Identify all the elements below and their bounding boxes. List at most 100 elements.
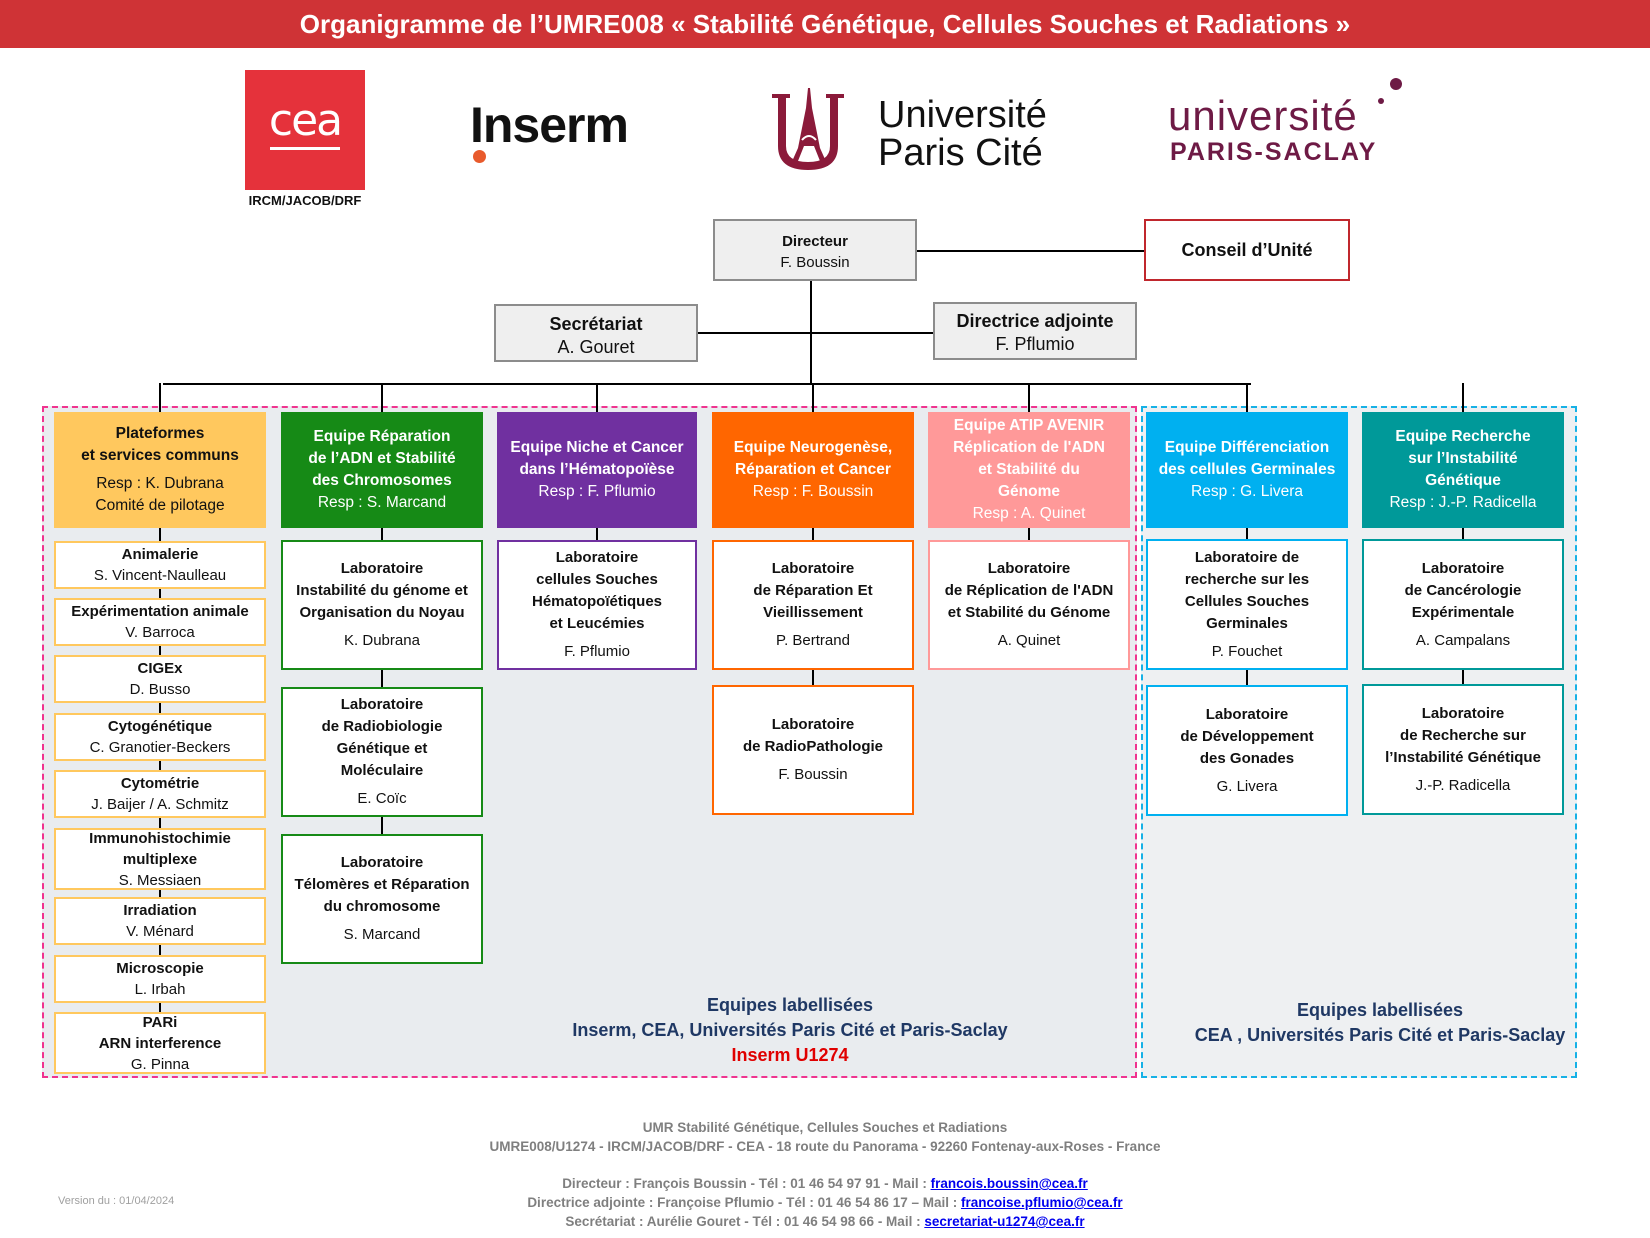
lab-head: G. Livera: [1216, 777, 1278, 795]
ups-logo-dot: [1390, 78, 1402, 90]
platform-name: Immunohistochimie: [89, 829, 231, 847]
team-title-line: Réparation et Cancer: [735, 461, 891, 478]
ups-logo-line2: PARIS-SACLAY: [1170, 138, 1378, 166]
footer-unit-name: UMR Stabilité Génétique, Cellules Souche…: [642, 1120, 1008, 1135]
contact-text: Directeur : François Boussin - Tél : 01 …: [562, 1176, 931, 1191]
deputy-role: Directrice adjointe: [956, 311, 1114, 331]
lab-title-line: Laboratoire: [340, 560, 424, 577]
team-title-line: et Stabilité du: [978, 461, 1080, 478]
lab-title-line: Organisation du Noyau: [299, 604, 465, 621]
sec-adj-connector: [698, 332, 933, 334]
lab-title-line: et Leucémies: [549, 615, 645, 632]
platform-resp: J. Baijer / A. Schmitz: [91, 796, 229, 813]
lab-head: F. Boussin: [778, 766, 848, 783]
lab-title-line: des Gonades: [1199, 749, 1295, 767]
team-resp: Resp : A. Quinet: [972, 505, 1086, 522]
inserm-logo-dot: [473, 150, 486, 163]
inserm-logo-text: Inserm: [470, 97, 629, 153]
lab-box[interactable]: Laboratoire de RadioPathologie F. Boussin: [712, 685, 914, 815]
version-label: Version du : 01/04/2024: [58, 1195, 175, 1207]
platform-name: multiplexe: [122, 850, 198, 868]
lab-title-line: de Radiobiologie: [321, 718, 443, 735]
lab-head: K. Dubrana: [344, 632, 420, 649]
cea-logo-underline: [270, 147, 340, 150]
zone-inserm-label-line2: Inserm, CEA, Universités Paris Cité et P…: [572, 1020, 1008, 1040]
upc-logo-text: Université Paris Cité: [878, 96, 1047, 172]
team-resp: Resp : K. Dubrana: [96, 475, 224, 492]
platform-item[interactable]: Microscopie L. Irbah: [54, 955, 266, 1003]
lab-title-line: Télomères et Réparation: [294, 876, 470, 893]
platform-item[interactable]: CIGEx D. Busso: [54, 655, 266, 703]
email-link[interactable]: francois.boussin@cea.fr: [930, 1176, 1088, 1191]
deputy-name: F. Pflumio: [995, 334, 1075, 354]
zone-cea-label-line2: CEA , Universités Paris Cité et Paris-Sa…: [1194, 1025, 1566, 1045]
lab-title-line: de Réparation Et: [753, 582, 873, 599]
contact-text: Secrétariat : Aurélie Gouret - Tél : 01 …: [565, 1214, 925, 1229]
team-title-line: Equipe ATIP AVENIR: [953, 417, 1105, 434]
lab-title-line: Vieillissement: [763, 604, 863, 621]
lab-title-line: Laboratoire: [771, 560, 855, 577]
upc-eiffel-icon: [772, 88, 844, 170]
lab-title-line: Laboratoire: [1205, 705, 1289, 723]
platform-name: CIGEx: [137, 660, 183, 677]
cea-logo-text: cea: [268, 95, 343, 146]
secretariat-name: A. Gouret: [557, 337, 635, 357]
platform-name: Microscopie: [116, 960, 204, 977]
lab-title-line: Laboratoire: [340, 854, 424, 871]
lab-head: P. Fouchet: [1211, 642, 1283, 660]
team-drop-connector: [1028, 383, 1030, 412]
platform-name: Irradiation: [123, 902, 197, 919]
lab-title-line: Génétique et: [336, 740, 428, 757]
lab-head: S. Marcand: [343, 926, 421, 943]
lab-title-line: de RadioPathologie: [742, 738, 883, 755]
lab-box[interactable]: Laboratoire de Réparation Et Vieillissemen…: [712, 540, 914, 670]
lab-title-line: Laboratoire: [771, 716, 855, 733]
lab-title-line: de Développement: [1180, 727, 1314, 745]
lab-title-line: Laboratoire: [1421, 704, 1505, 722]
email-link[interactable]: francoise.pflumio@cea.fr: [960, 1195, 1123, 1210]
platform-name: Cytogénétique: [107, 718, 213, 735]
lab-title-line: Moléculaire: [340, 762, 424, 779]
team-title-line: dans l’Hématopoïèse: [519, 461, 675, 478]
secretariat-role: Secrétariat: [549, 314, 643, 334]
platform-resp: L. Irbah: [134, 981, 186, 998]
footer-address-line: UMRE008/U1274 - IRCM/JACOB/DRF - CEA - 1…: [489, 1139, 1161, 1154]
platform-item[interactable]: Expérimentation animale V. Barroca: [54, 598, 266, 646]
platform-name: Expérimentation animale: [71, 603, 249, 620]
platform-resp: V. Barroca: [125, 624, 195, 641]
lab-title-line: cellules Souches: [536, 571, 658, 588]
lab-title-line: Laboratoire: [1421, 559, 1505, 577]
team-drop-connector: [159, 383, 161, 412]
team-title-line: Génome: [997, 483, 1060, 500]
team-drop-connector: [812, 383, 814, 412]
lab-title-line: l’Instabilité Génétique: [1385, 748, 1541, 766]
email-link[interactable]: secretariat-u1274@cea.fr: [924, 1214, 1085, 1229]
lab-title-line: Instabilité du génome et: [296, 582, 468, 599]
contact-text: Directrice adjointe : Françoise Pflumio …: [527, 1195, 961, 1210]
zone-inserm-label: Equipes labellisées Inserm, CEA, Univers…: [540, 993, 1040, 1068]
lab-title-line: Laboratoire de: [1194, 548, 1300, 566]
platform-resp: D. Busso: [129, 681, 191, 698]
